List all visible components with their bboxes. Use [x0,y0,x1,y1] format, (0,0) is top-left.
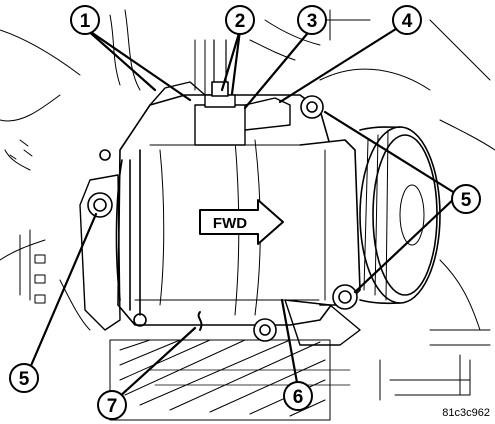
engine-background [0,9,495,421]
fwd-arrow [199,199,284,245]
callout-5-right: 5 [461,190,472,211]
callout-7: 7 [107,396,118,417]
callout-1: 1 [80,11,91,32]
fwd-label: FWD [213,215,247,232]
callout-3: 3 [307,11,318,32]
figure-code: 81c3c962 [442,407,490,419]
callout-5-left: 5 [19,369,30,390]
callout-2: 2 [235,11,246,32]
callout-6: 6 [293,387,304,408]
compressor-body [79,39,441,346]
callout-circles [9,5,481,420]
callout-4: 4 [402,11,413,32]
leader-lines [28,20,460,400]
